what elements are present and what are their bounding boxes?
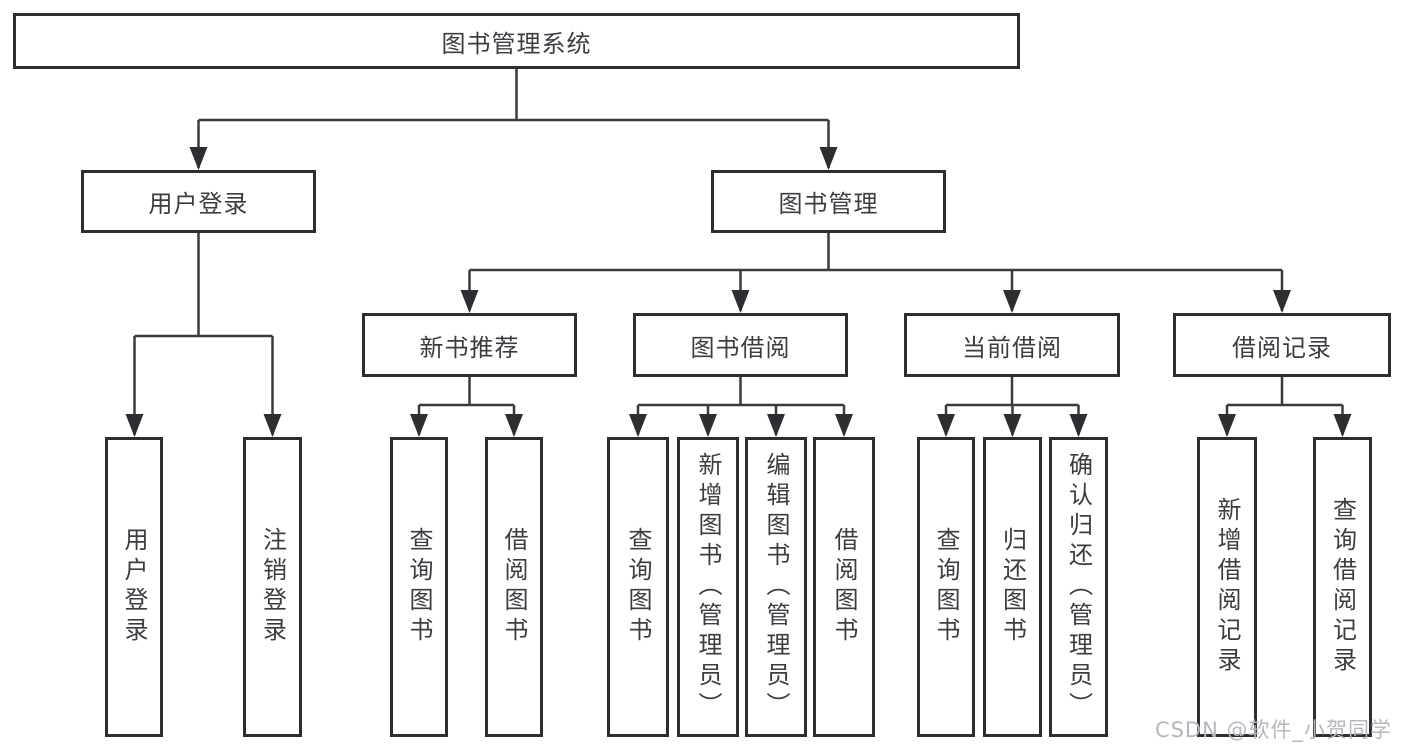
arrow-down-icon (1003, 414, 1022, 437)
node-book-management: 图书管理 (711, 170, 946, 233)
node-label: 图书管理 (778, 190, 879, 218)
node-label: 当前借阅 (962, 333, 1062, 362)
leaf-add-borrow-record: 新增借阅记录 (1197, 437, 1257, 737)
arrow-down-icon (410, 414, 428, 437)
node-user-login: 用户登录 (81, 170, 316, 233)
node-label: 图书借阅 (690, 333, 791, 362)
node-label: 借阅图书 (830, 527, 858, 647)
arrow-down-icon (1069, 414, 1088, 437)
node-borrowing-records: 借阅记录 (1173, 313, 1391, 377)
arrow-down-icon (189, 147, 208, 170)
arrow-down-icon (460, 290, 479, 313)
node-label: 新增图书（管理员） (694, 452, 722, 722)
connector-bookborrow-to-leaves (636, 377, 846, 435)
leaf-query-borrow-record: 查询借阅记录 (1313, 437, 1372, 737)
leaf-query-books-newbooks: 查询图书 (390, 437, 448, 737)
node-label: 图书管理系统 (441, 29, 592, 58)
node-library-management-system: 图书管理系统 (13, 13, 1020, 69)
arrow-down-icon (125, 414, 144, 437)
node-new-book-recommendation: 新书推荐 (362, 313, 577, 377)
arrow-down-icon (1003, 290, 1021, 313)
node-label: 编辑图书（管理员） (762, 452, 790, 722)
arrow-down-icon (937, 414, 955, 437)
arrow-down-icon (629, 414, 647, 437)
node-label: 用户登录 (148, 190, 249, 218)
arrow-down-icon (699, 414, 717, 437)
node-label: 新增借阅记录 (1213, 497, 1241, 677)
node-label: 查询借阅记录 (1328, 497, 1357, 677)
leaf-borrow-books-borrowing: 借阅图书 (813, 437, 875, 737)
leaf-edit-books-admin: 编辑图书（管理员） (745, 437, 807, 737)
node-label: 查询图书 (405, 527, 433, 647)
arrow-down-icon (263, 414, 282, 437)
node-book-borrowing: 图书借阅 (633, 313, 848, 377)
leaf-confirm-return-admin: 确认归还（管理员） (1049, 437, 1108, 737)
connector-records-to-leaves (1225, 377, 1344, 435)
leaf-user-login: 用户登录 (105, 437, 163, 737)
arrow-down-icon (819, 147, 838, 170)
leaf-borrow-books-newbooks: 借阅图书 (485, 437, 543, 737)
connector-bookmgmt-to-level3 (468, 233, 1284, 311)
node-label: 归还图书 (998, 527, 1027, 647)
csdn-watermark: CSDN @软件_小贺同学 (1154, 718, 1392, 742)
connector-root-to-level2 (197, 69, 830, 168)
node-label: 注销登录 (258, 527, 287, 647)
arrow-down-icon (731, 290, 750, 313)
leaf-query-books-borrowing: 查询图书 (607, 437, 669, 737)
node-label: 确认归还（管理员） (1064, 452, 1093, 722)
node-label: 借阅记录 (1232, 333, 1332, 362)
leaf-return-books: 归还图书 (983, 437, 1042, 737)
node-label: 借阅图书 (500, 527, 528, 647)
connector-newbooks-to-leaves (417, 377, 516, 435)
connector-userlogin-to-leaves (133, 233, 274, 435)
arrow-down-icon (1273, 290, 1291, 313)
leaf-logout: 注销登录 (243, 437, 302, 737)
leaf-add-books-admin: 新增图书（管理员） (677, 437, 739, 737)
arrow-down-icon (1333, 414, 1352, 437)
arrow-down-icon (1218, 414, 1236, 437)
arrow-down-icon (505, 414, 523, 437)
arrow-down-icon (835, 414, 853, 437)
node-label: 查询图书 (624, 527, 652, 647)
leaf-query-books-current: 查询图书 (917, 437, 975, 737)
arrow-down-icon (767, 414, 785, 437)
node-label: 查询图书 (932, 527, 960, 647)
node-label: 新书推荐 (419, 333, 520, 362)
node-current-borrowing: 当前借阅 (904, 313, 1120, 377)
node-label: 用户登录 (120, 527, 148, 647)
